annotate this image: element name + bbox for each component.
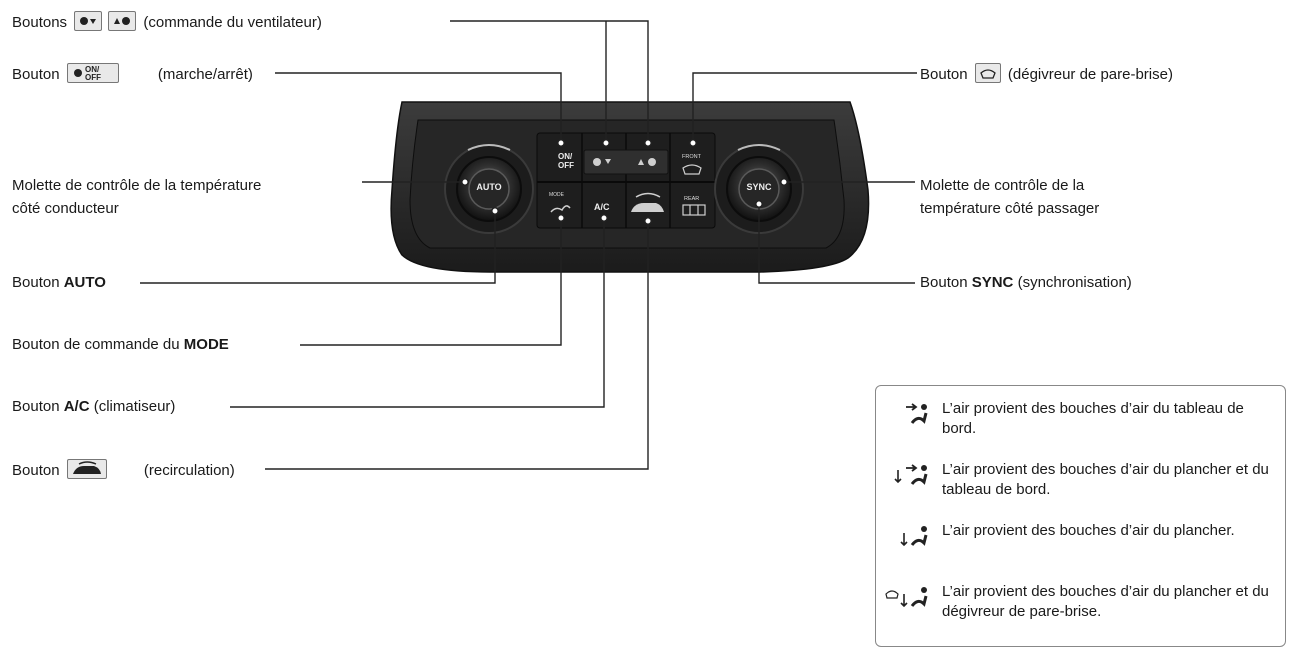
label-ac-button: Bouton A/C (climatiseur) [12, 398, 176, 415]
panel-onoff-on: ON/ [558, 152, 573, 161]
panel-front-label: FRONT [682, 154, 701, 160]
defrost-chip-icon [974, 63, 1001, 83]
label-sync-button: Bouton SYNC (synchronisation) [920, 274, 1132, 291]
panel-rear-label: REAR [684, 196, 700, 202]
vent-dash-icon [906, 403, 928, 424]
vent-floor-icon [900, 526, 928, 547]
label-auto-button: Bouton AUTO [12, 274, 106, 291]
label-mode-button: Bouton de commande du MODE [12, 336, 229, 353]
label-fan-buttons: Boutons (commande du ventilateur) [12, 11, 322, 33]
panel-fan-up-icon [638, 158, 656, 166]
panel-defrost-icon [682, 164, 702, 175]
svg-text:ON/: ON/ [85, 65, 100, 74]
onoff-chip-icon: ON/ OFF [66, 63, 119, 83]
sync-knob-label: SYNC [746, 182, 772, 192]
label-defrost-button: Bouton (dégivreur de pare-brise) [920, 63, 1173, 85]
vent-floor-dash-icon [894, 464, 928, 485]
fan-down-chip-icon [74, 11, 103, 31]
fan-up-chip-icon [108, 11, 137, 31]
panel-onoff-off: OFF [558, 161, 574, 170]
recirc-chip-icon [66, 459, 107, 479]
label-passenger-temp-dial: Molette de contrôle de la température cô… [920, 177, 1100, 217]
panel-ac-label: A/C [594, 202, 610, 212]
panel-mode-label: MODE [549, 192, 564, 198]
panel-fan-down-icon [593, 158, 611, 166]
vent-floor-defrost-icon [885, 587, 928, 608]
airflow-mode-legend: L’air provient des bouches d’air du tabl… [875, 385, 1286, 647]
leader-lines [140, 20, 917, 470]
label-recirc-button: Bouton (recirculation) [12, 459, 235, 481]
control-panel [390, 101, 870, 273]
auto-knob-label: AUTO [476, 182, 502, 192]
panel-mode-vent-icon [550, 205, 571, 213]
label-driver-temp-dial: Molette de contrôle de la température cô… [12, 177, 262, 217]
label-onoff-button: Bouton ON/ OFF (marche/arrêt) [12, 63, 253, 83]
panel-rear-defrost-icon [682, 204, 706, 216]
svg-text:OFF: OFF [85, 73, 101, 82]
leader-dots [461, 139, 788, 225]
panel-recirc-icon [631, 192, 664, 212]
